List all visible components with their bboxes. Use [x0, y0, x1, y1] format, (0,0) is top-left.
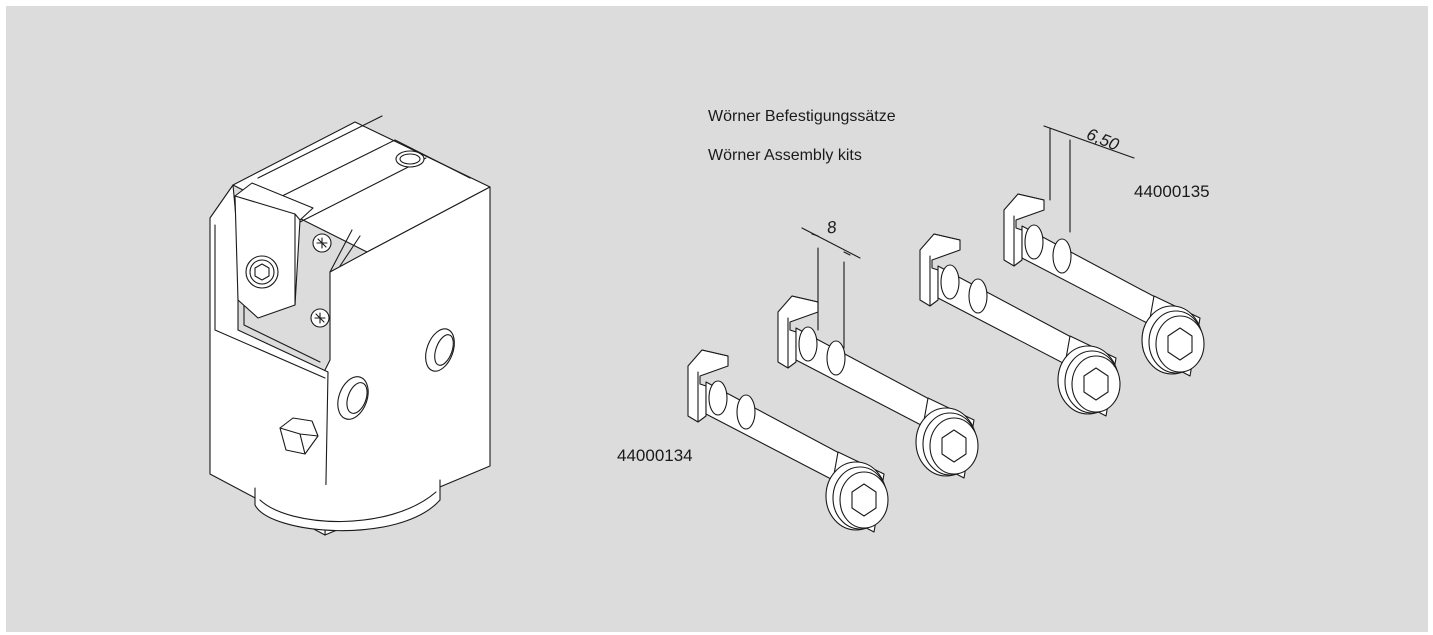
title-german: Wörner Befestigungssätze	[708, 108, 896, 125]
part-number-right: 44000135	[1134, 182, 1210, 201]
dimension-8	[801, 227, 861, 349]
cube-assembly	[209, 115, 491, 536]
dimension-6-50	[1043, 125, 1135, 233]
screw-4	[1003, 193, 1205, 377]
part-number-left: 44000134	[617, 446, 693, 465]
title-english: Wörner Assembly kits	[708, 147, 862, 164]
